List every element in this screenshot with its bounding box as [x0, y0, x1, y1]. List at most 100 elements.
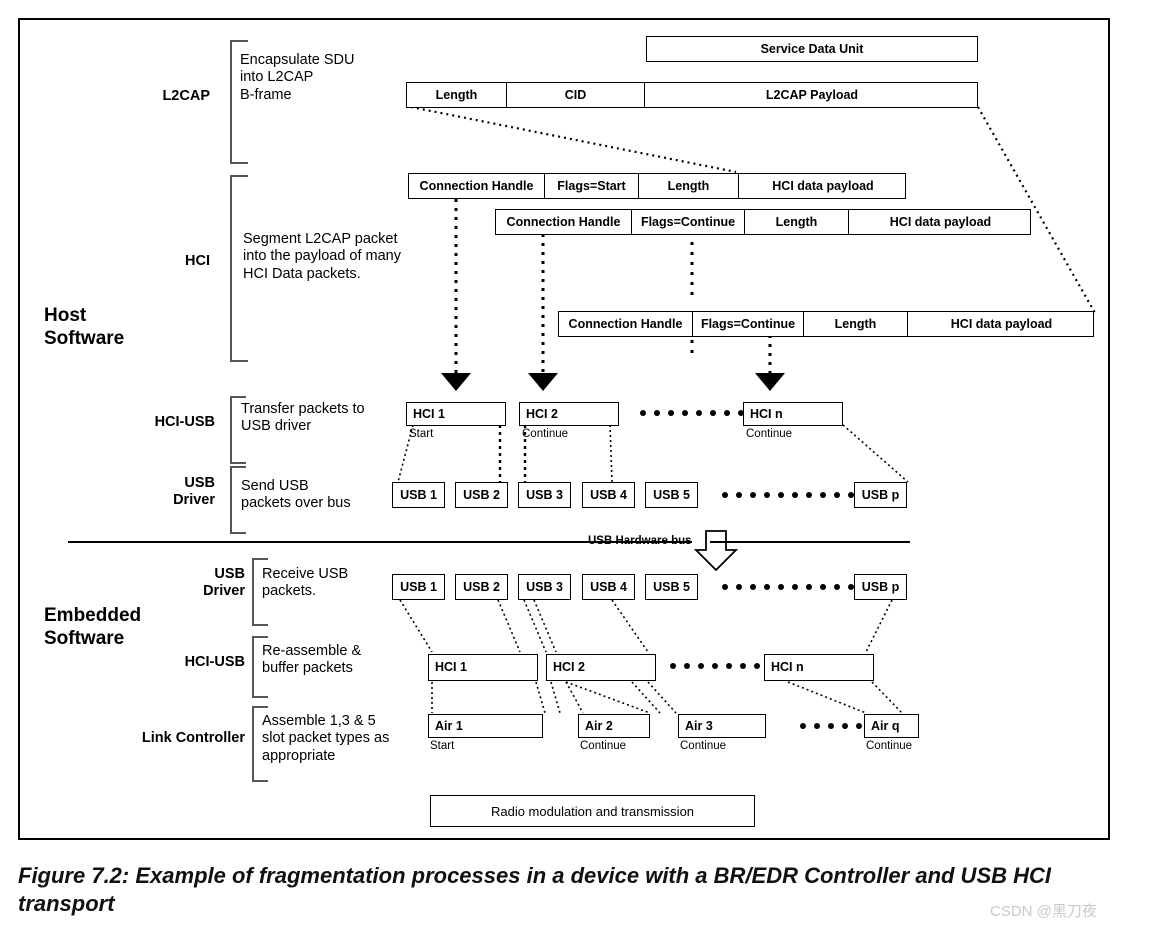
layer-label-hci: HCI [185, 253, 210, 269]
radio-label: Radio modulation and transmission [490, 803, 695, 819]
usb-tx-block-2: USB 2 [455, 482, 508, 508]
layer-label-hci-usb-rx: HCI-USB [184, 654, 245, 670]
hci-packet-3: Connection Handle Flags=Continue Length … [558, 311, 1094, 337]
usb-rx-block-5: USB 5 [645, 574, 698, 600]
hci-tx-block-2: HCI 2 [519, 402, 619, 426]
figure-caption: Figure 7.2: Example of fragmentation pro… [18, 863, 1052, 916]
section-label-host: Host Software [44, 305, 125, 349]
air-block-1-note: Start [430, 740, 455, 752]
hci-tx-block-2-note: Continue [522, 428, 569, 440]
bracket-hci-usb-tx [230, 396, 246, 464]
usb-rx-block-5-label: USB 5 [653, 579, 690, 594]
usb-rx-block-2-label: USB 2 [463, 579, 500, 594]
hci-rx-block-2: HCI 2 [546, 654, 656, 681]
section-label-embedded: Embedded Software [44, 605, 142, 649]
bracket-usb-driver-tx [230, 466, 246, 534]
usb-rx-block-2: USB 2 [455, 574, 508, 600]
usb-rx-block-3: USB 3 [518, 574, 571, 600]
bracket-hci-usb-rx [252, 636, 268, 698]
l2cap-field-cid: CID [507, 83, 645, 107]
sdu-label: Service Data Unit [760, 41, 864, 56]
air-block-3-note: Continue [680, 740, 727, 752]
hci3-field-payload: HCI data payload [950, 316, 1053, 331]
air-block-2-label: Air 2 [585, 718, 613, 733]
bus-divider-right [710, 541, 910, 543]
usb-tx-block-p: USB p [854, 482, 907, 508]
layer-label-link-controller: Link Controller [141, 730, 245, 746]
hci-tx-block-1-note: Start [409, 428, 434, 440]
l2cap-field-payload: L2CAP Payload [765, 87, 859, 102]
usb-tx-block-3: USB 3 [518, 482, 571, 508]
hci-tx-block-n: HCI n [743, 402, 843, 426]
usb-tx-block-1: USB 1 [392, 482, 445, 508]
hci1-field-flags: Flags=Start [545, 174, 639, 198]
layer-label-usb-driver-rx: USB Driver [203, 566, 245, 599]
layer-desc-hci-usb-tx: Transfer packets to USB driver [241, 401, 365, 435]
usb-tx-block-5: USB 5 [645, 482, 698, 508]
usb-tx-block-3-label: USB 3 [526, 487, 563, 502]
usb-rx-block-1: USB 1 [392, 574, 445, 600]
hci1-field-handle: Connection Handle [409, 174, 545, 198]
hci-tx-block-1: HCI 1 [406, 402, 506, 426]
air-block-3-label: Air 3 [685, 718, 713, 733]
hci-tx-block-2-label: HCI 2 [526, 406, 558, 421]
usb-tx-block-5-label: USB 5 [653, 487, 690, 502]
watermark: CSDN @黑刀夜 [990, 903, 1097, 920]
hci2-field-handle: Connection Handle [496, 210, 632, 234]
layer-desc-l2cap: Encapsulate SDU into L2CAP B-frame [240, 52, 355, 103]
hci-rx-block-n-label: HCI n [771, 660, 804, 675]
usb-rx-block-1-label: USB 1 [400, 579, 437, 594]
air-block-1: Air 1 [428, 714, 543, 738]
layer-label-l2cap: L2CAP [162, 88, 210, 104]
usb-tx-block-4: USB 4 [582, 482, 635, 508]
hci3-field-flags: Flags=Continue [693, 312, 804, 336]
hci3-field-handle: Connection Handle [559, 312, 693, 336]
bracket-hci [230, 175, 248, 362]
figure-border [18, 18, 1110, 840]
bus-divider-left [68, 541, 692, 543]
usb-rx-block-4-label: USB 4 [590, 579, 627, 594]
usb-tx-block-1-label: USB 1 [400, 487, 437, 502]
hci-tx-block-1-label: HCI 1 [413, 406, 445, 421]
layer-desc-usb-driver-rx: Receive USB packets. [262, 566, 349, 600]
hci2-field-flags: Flags=Continue [632, 210, 745, 234]
hci-rx-block-1-label: HCI 1 [435, 660, 467, 675]
hci-tx-block-n-note: Continue [746, 428, 793, 440]
air-block-3: Air 3 [678, 714, 766, 738]
air-block-q-label: Air q [871, 718, 900, 733]
bracket-link-controller [252, 706, 268, 782]
l2cap-field-length: Length [407, 83, 507, 107]
air-block-1-label: Air 1 [435, 718, 463, 733]
usb-tx-block-4-label: USB 4 [590, 487, 627, 502]
air-block-q-note: Continue [866, 740, 913, 752]
usb-tx-block-p-label: USB p [861, 487, 900, 502]
air-block-2: Air 2 [578, 714, 650, 738]
hci-rx-block-1: HCI 1 [428, 654, 538, 681]
hci-rx-block-2-label: HCI 2 [553, 660, 585, 675]
hci1-field-payload: HCI data payload [772, 178, 874, 193]
air-block-q: Air q [864, 714, 919, 738]
sdu-box: Service Data Unit [646, 36, 978, 62]
layer-label-hci-usb-tx: HCI-USB [154, 414, 215, 430]
layer-desc-hci-usb-rx: Re-assemble & buffer packets [262, 643, 362, 677]
usb-rx-block-3-label: USB 3 [526, 579, 563, 594]
usb-rx-block-p: USB p [854, 574, 907, 600]
hci2-field-length: Length [745, 210, 849, 234]
usb-tx-block-2-label: USB 2 [463, 487, 500, 502]
bracket-usb-driver-rx [252, 558, 268, 626]
radio-box: Radio modulation and transmission [430, 795, 755, 827]
hci2-field-payload: HCI data payload [889, 214, 992, 229]
hci-packet-2: Connection Handle Flags=Continue Length … [495, 209, 1031, 235]
layer-desc-link-controller: Assemble 1,3 & 5 slot packet types as ap… [262, 713, 390, 764]
layer-desc-hci: Segment L2CAP packet into the payload of… [243, 231, 401, 282]
layer-label-usb-driver-tx: USB Driver [173, 475, 215, 508]
hci-tx-block-n-label: HCI n [750, 406, 783, 421]
layer-desc-usb-driver-tx: Send USB packets over bus [241, 478, 351, 512]
air-block-2-note: Continue [580, 740, 627, 752]
usb-rx-block-4: USB 4 [582, 574, 635, 600]
bus-label: USB Hardware bus [588, 535, 692, 547]
hci-packet-1: Connection Handle Flags=Start Length HCI… [408, 173, 906, 199]
hci1-field-length: Length [639, 174, 739, 198]
l2cap-frame: Length CID L2CAP Payload [406, 82, 978, 108]
